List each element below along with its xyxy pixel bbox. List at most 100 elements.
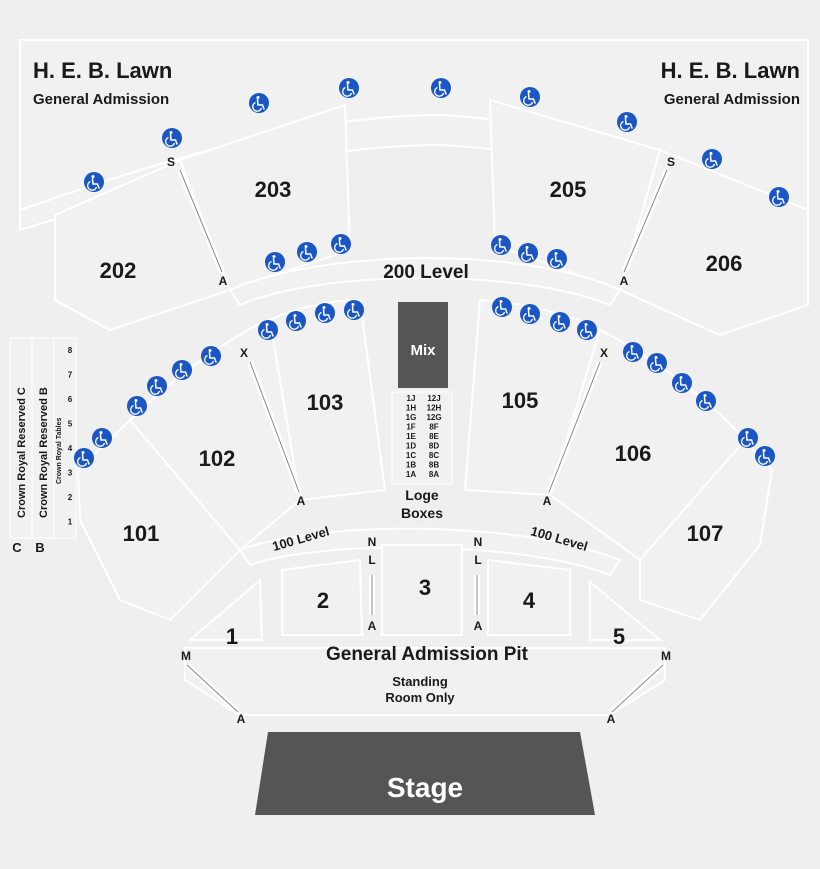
crown-royal-tables-label: Crown Royal Tables (56, 418, 63, 484)
wheelchair-accessible-icon (576, 319, 598, 341)
loge-box-label: 1C (406, 451, 416, 460)
mix-label: Mix (410, 342, 436, 359)
wheelchair-accessible-icon (126, 395, 148, 417)
wheelchair-accessible-icon (248, 92, 270, 114)
section-103[interactable] (268, 298, 387, 502)
wheelchair-accessible-icon (285, 310, 307, 332)
row-a-102: A (297, 494, 306, 508)
section-102-label: 102 (199, 446, 236, 471)
pit-section-4[interactable] (487, 558, 571, 636)
wheelchair-accessible-icon (83, 171, 105, 193)
wheelchair-accessible-icon (490, 234, 512, 256)
wheelchair-accessible-icon (491, 296, 513, 318)
level-200-label: 200 Level (383, 262, 469, 283)
row-a-pit-right: A (474, 619, 483, 633)
wheelchair-accessible-icon (161, 127, 183, 149)
row-n-right: N (474, 535, 483, 549)
wheelchair-accessible-icon (517, 242, 539, 264)
wheelchair-accessible-icon (519, 303, 541, 325)
section-105-label: 105 (502, 388, 539, 413)
row-s-right: S (667, 155, 675, 169)
row-a-right-front: A (607, 712, 616, 726)
crown-royal-table-number: 1 (68, 518, 73, 527)
row-a-205: A (620, 274, 629, 288)
row-m-left: M (181, 649, 191, 663)
section-203-label: 203 (255, 177, 292, 202)
wheelchair-accessible-icon (671, 372, 693, 394)
crown-royal-table-number: 7 (68, 371, 73, 380)
row-a-106: A (543, 494, 552, 508)
loge-box-label: 1D (406, 442, 416, 451)
level-100-band (238, 527, 622, 577)
row-a-left-front: A (237, 712, 246, 726)
crown-royal-c-letter: C (12, 540, 22, 555)
general-admission-pit[interactable] (184, 647, 666, 716)
loge-box-label: 1F (406, 423, 415, 432)
wheelchair-accessible-icon (330, 233, 352, 255)
row-x-right: X (600, 346, 608, 360)
crown-royal-tables[interactable] (53, 337, 77, 539)
wheelchair-accessible-icon (701, 148, 723, 170)
wheelchair-accessible-icon (616, 111, 638, 133)
wheelchair-accessible-icon (146, 375, 168, 397)
pit-section-5[interactable] (589, 579, 663, 641)
crown-royal-b-label: Crown Royal Reserved B (38, 387, 50, 518)
pit-section-1[interactable] (187, 577, 264, 641)
crown-royal-table-number: 5 (68, 420, 73, 429)
standing-line-2: Room Only (385, 690, 455, 705)
section-205-label: 205 (550, 177, 587, 202)
wheelchair-accessible-icon (695, 390, 717, 412)
wheelchair-accessible-icon (257, 319, 279, 341)
level-200-band (228, 257, 622, 307)
section-107[interactable] (639, 438, 774, 622)
section-106-label: 106 (615, 441, 652, 466)
row-a-203: A (219, 274, 228, 288)
lawn-right-title: H. E. B. Lawn (661, 58, 800, 83)
loge-box-label: 1E (406, 432, 416, 441)
section-202[interactable] (54, 158, 232, 332)
wheelchair-accessible-icon (200, 345, 222, 367)
pit-section-2[interactable] (281, 558, 364, 636)
loge-box-label: 12H (427, 404, 442, 413)
stage (255, 732, 595, 815)
wheelchair-accessible-icon (546, 248, 568, 270)
loge-box-label: 8F (429, 423, 438, 432)
wheelchair-accessible-icon (646, 352, 668, 374)
loge-box-label: 1B (406, 461, 416, 470)
loge-box-label: 8D (429, 442, 439, 451)
section-206-label: 206 (706, 251, 743, 276)
wheelchair-accessible-icon (264, 251, 286, 273)
row-l-right: L (474, 553, 481, 567)
pit-label: General Admission Pit (326, 644, 529, 665)
crown-royal-table-number: 6 (68, 395, 73, 404)
loge-box-label: 8A (429, 470, 439, 479)
wheelchair-accessible-icon (91, 427, 113, 449)
loge-title-1: Loge (405, 487, 439, 503)
pit-section-2-label: 2 (317, 588, 329, 613)
crown-royal-table-number: 4 (68, 444, 73, 453)
stage-label: Stage (387, 772, 463, 803)
row-n-left: N (368, 535, 377, 549)
wheelchair-accessible-icon (338, 77, 360, 99)
pit-section-3[interactable] (381, 544, 463, 636)
wheelchair-accessible-icon (768, 186, 790, 208)
lawn-left-subtitle: General Admission (33, 91, 169, 108)
loge-box-label: 1H (406, 404, 416, 413)
mix-position (398, 302, 448, 388)
loge-box-label: 12J (427, 394, 440, 403)
loge-box-label: 8B (429, 461, 439, 470)
loge-boxes[interactable] (391, 391, 453, 485)
pit-section-1-label: 1 (226, 624, 238, 649)
wheelchair-accessible-icon (737, 427, 759, 449)
wheelchair-accessible-icon (754, 445, 776, 467)
loge-box-label: 1A (406, 470, 416, 479)
wheelchair-accessible-icon (171, 359, 193, 381)
row-a-pit-left: A (368, 619, 377, 633)
crown-royal-table-number: 2 (68, 493, 73, 502)
wheelchair-accessible-icon (343, 299, 365, 321)
section-101-label: 101 (123, 521, 160, 546)
lawn-right-subtitle: General Admission (664, 91, 800, 108)
